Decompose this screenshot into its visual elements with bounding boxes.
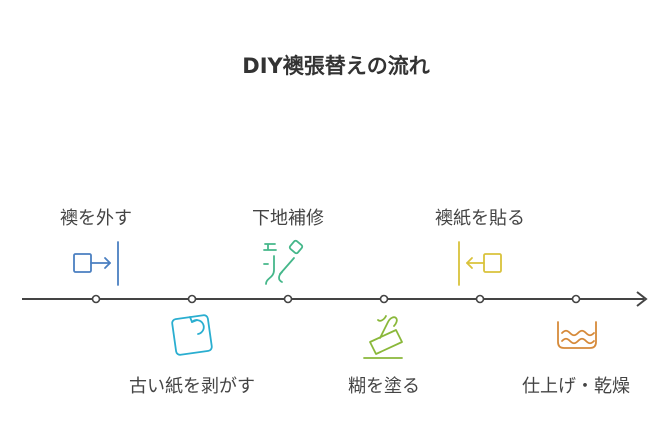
step-marker-2	[187, 294, 197, 304]
step-marker-4	[379, 294, 389, 304]
exit-door-icon	[73, 241, 119, 286]
step-marker-3	[283, 294, 293, 304]
step-label-1: 襖を外す	[60, 208, 132, 229]
step-label-5: 襖紙を貼る	[435, 208, 525, 229]
step-label-2: 古い紙を剥がす	[129, 376, 255, 397]
step-label-3: 下地補修	[252, 208, 324, 229]
timeline-arrow-head	[636, 291, 648, 307]
step-marker-6	[571, 294, 581, 304]
step-marker-1	[91, 294, 101, 304]
repair-tools-icon	[263, 239, 304, 285]
diagram-title: DIY襖張替えの流れ	[242, 54, 430, 78]
step-label-4: 糊を塗る	[348, 376, 420, 397]
glue-brush-icon	[363, 315, 403, 359]
water-dry-icon	[557, 321, 597, 349]
enter-door-icon	[458, 241, 502, 286]
peel-paper-icon	[171, 314, 213, 356]
step-label-6: 仕上げ・乾燥	[522, 376, 630, 397]
step-marker-5	[475, 294, 485, 304]
